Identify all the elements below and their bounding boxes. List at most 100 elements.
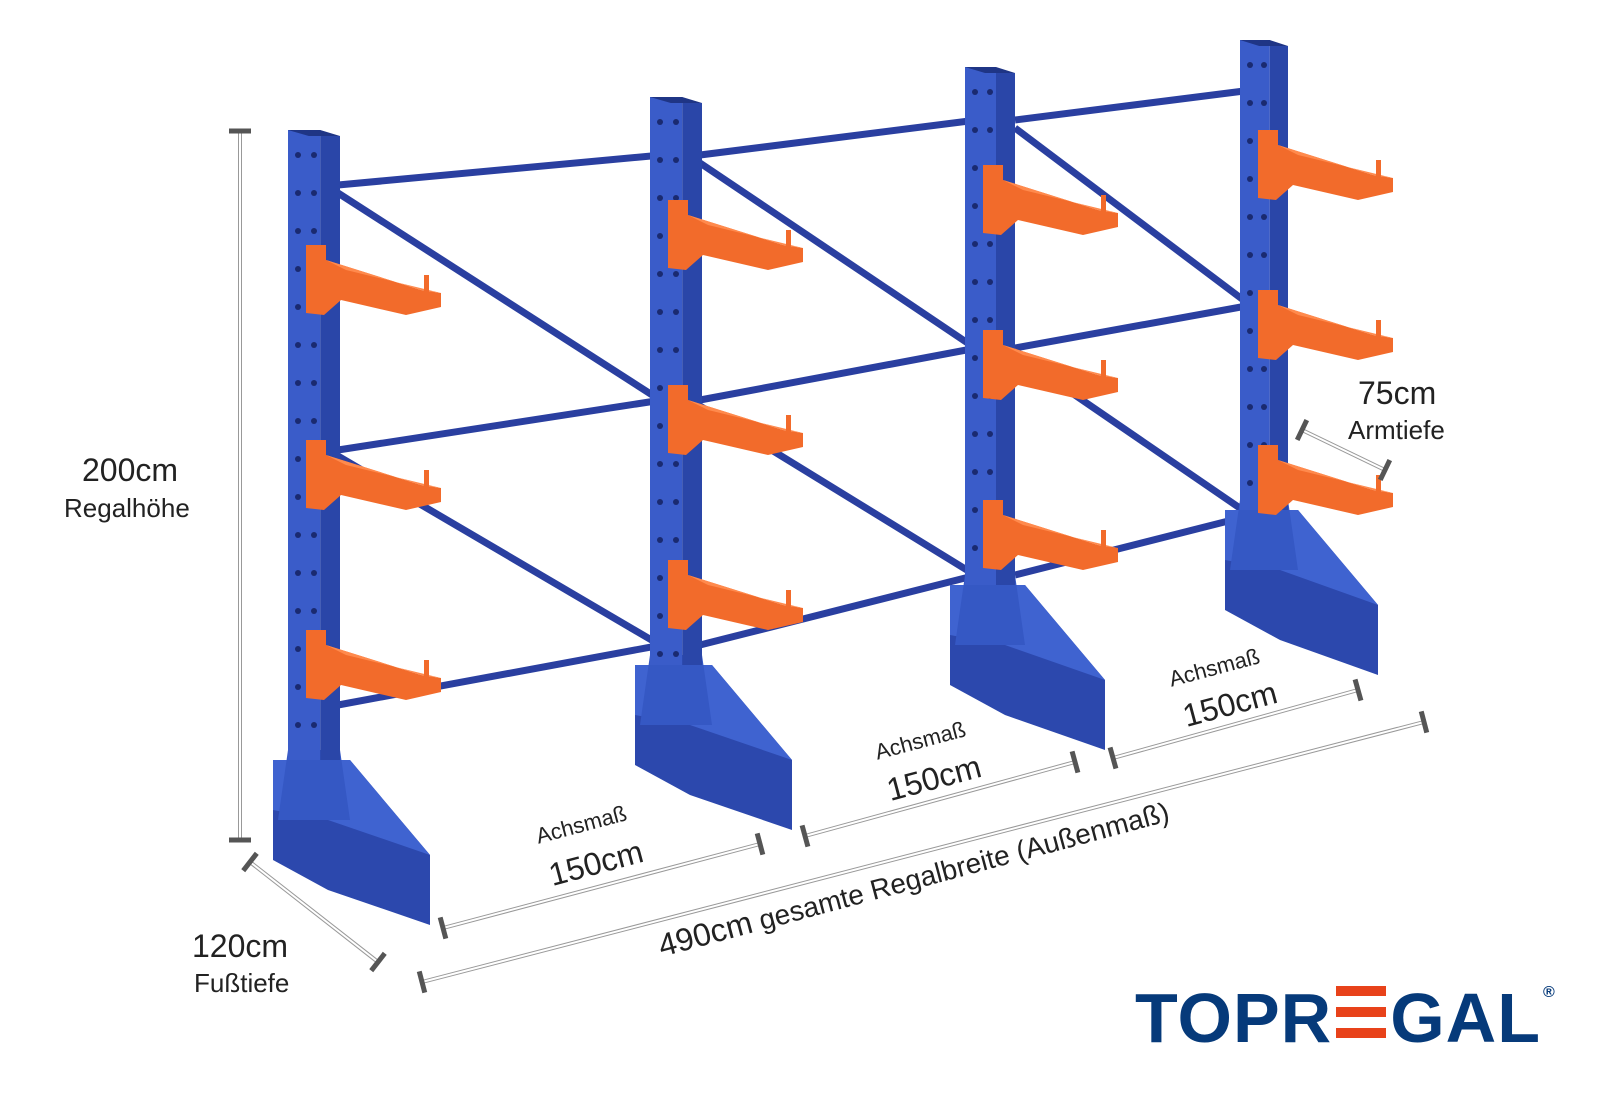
dimension-tick [1069, 750, 1081, 774]
column-hole [972, 431, 978, 437]
column-hole [295, 494, 301, 500]
column-hole [673, 651, 679, 657]
column-top [650, 97, 702, 103]
column-hole [673, 499, 679, 505]
bay-3-dimension-line-inner [1112, 689, 1359, 759]
foot-depth-label: Fußtiefe [194, 968, 290, 998]
height-value: 200cm [82, 452, 179, 488]
horizontal-brace [337, 396, 663, 454]
column-hole [673, 537, 679, 543]
column-hole [987, 431, 993, 437]
arm-end-stop [1101, 195, 1106, 213]
column-hole [295, 570, 301, 576]
base-gusset [278, 750, 350, 820]
foot-depth-value: 120cm [192, 928, 289, 964]
column-hole [972, 469, 978, 475]
column-hole [311, 228, 317, 234]
column-hole [1247, 404, 1253, 410]
column-hole [1247, 62, 1253, 68]
column-hole [1247, 290, 1253, 296]
column-hole [972, 203, 978, 209]
column-hole [1261, 404, 1267, 410]
column-hole [972, 89, 978, 95]
arm-end-stop [1376, 320, 1381, 338]
column-hole [1247, 176, 1253, 182]
column-hole [1247, 138, 1253, 144]
column-hole [311, 380, 317, 386]
column-hole [972, 241, 978, 247]
column-hole [657, 423, 663, 429]
column-hole [1247, 442, 1253, 448]
column-hole [987, 241, 993, 247]
arm-end-stop [1376, 160, 1381, 178]
column-hole [295, 342, 301, 348]
arm-end-stop [786, 590, 791, 608]
column-hole [311, 418, 317, 424]
horizontal-brace [699, 571, 978, 649]
horizontal-brace [699, 116, 978, 159]
base-gusset [955, 575, 1025, 645]
column-hole [987, 469, 993, 475]
dimension-tick [416, 970, 428, 994]
column-hole [673, 119, 679, 125]
column-hole [311, 722, 317, 728]
cantilever-arm [306, 245, 441, 315]
column-hole [1247, 366, 1253, 372]
total-width-dimension-line-inner [421, 721, 1425, 983]
column-hole [657, 651, 663, 657]
column-hole [972, 317, 978, 323]
column-hole [972, 279, 978, 285]
horizontal-brace [337, 151, 663, 189]
cantilever-arm [983, 165, 1118, 235]
column-hole [295, 152, 301, 158]
bay-1-dimension-line-inner [442, 843, 761, 929]
dimension-tick [1377, 459, 1393, 481]
logo-text-end: GAL [1390, 979, 1541, 1057]
column-hole [295, 456, 301, 462]
column-hole [972, 507, 978, 513]
column-hole [295, 266, 301, 272]
foot-depth-dimension-line-inner [249, 861, 379, 963]
column-hole [295, 190, 301, 196]
dimension-tick [1294, 419, 1310, 441]
cantilever-arm [1258, 130, 1393, 200]
column-hole [1247, 480, 1253, 486]
column-hole [1261, 100, 1267, 106]
arm-end-stop [1101, 530, 1106, 548]
arm-depth-label: Armtiefe [1348, 415, 1445, 445]
cantilever-arm [668, 560, 803, 630]
column-hole [311, 532, 317, 538]
column-hole [987, 127, 993, 133]
column-hole [295, 418, 301, 424]
bay-2-dimension-line-inner [804, 761, 1076, 837]
horizontal-brace [1014, 301, 1253, 352]
column-hole [295, 684, 301, 690]
horizontal-brace [1014, 511, 1253, 579]
dimension-tick [1352, 678, 1364, 702]
cantilever-arm [1258, 445, 1393, 515]
arm-end-stop [1376, 475, 1381, 493]
column-hole [657, 385, 663, 391]
column-hole [972, 127, 978, 133]
column-hole [673, 157, 679, 163]
column-top [1240, 40, 1288, 46]
column-hole [1261, 366, 1267, 372]
logo-e-stripes [1336, 986, 1387, 1038]
column-hole [987, 317, 993, 323]
cantilever-arm [668, 385, 803, 455]
column-hole [657, 537, 663, 543]
arm-end-stop [786, 415, 791, 433]
cantilever-arm [306, 630, 441, 700]
column-hole [657, 309, 663, 315]
column-hole [295, 608, 301, 614]
arm-end-stop [786, 230, 791, 248]
dimension-tick [369, 951, 387, 973]
horizontal-brace [1014, 86, 1253, 124]
column-hole [673, 195, 679, 201]
column-hole [657, 271, 663, 277]
column-front [1240, 40, 1270, 510]
column-hole [1247, 214, 1253, 220]
logo-text-start: TOPR [1135, 979, 1333, 1057]
dimension-tick [437, 916, 449, 940]
